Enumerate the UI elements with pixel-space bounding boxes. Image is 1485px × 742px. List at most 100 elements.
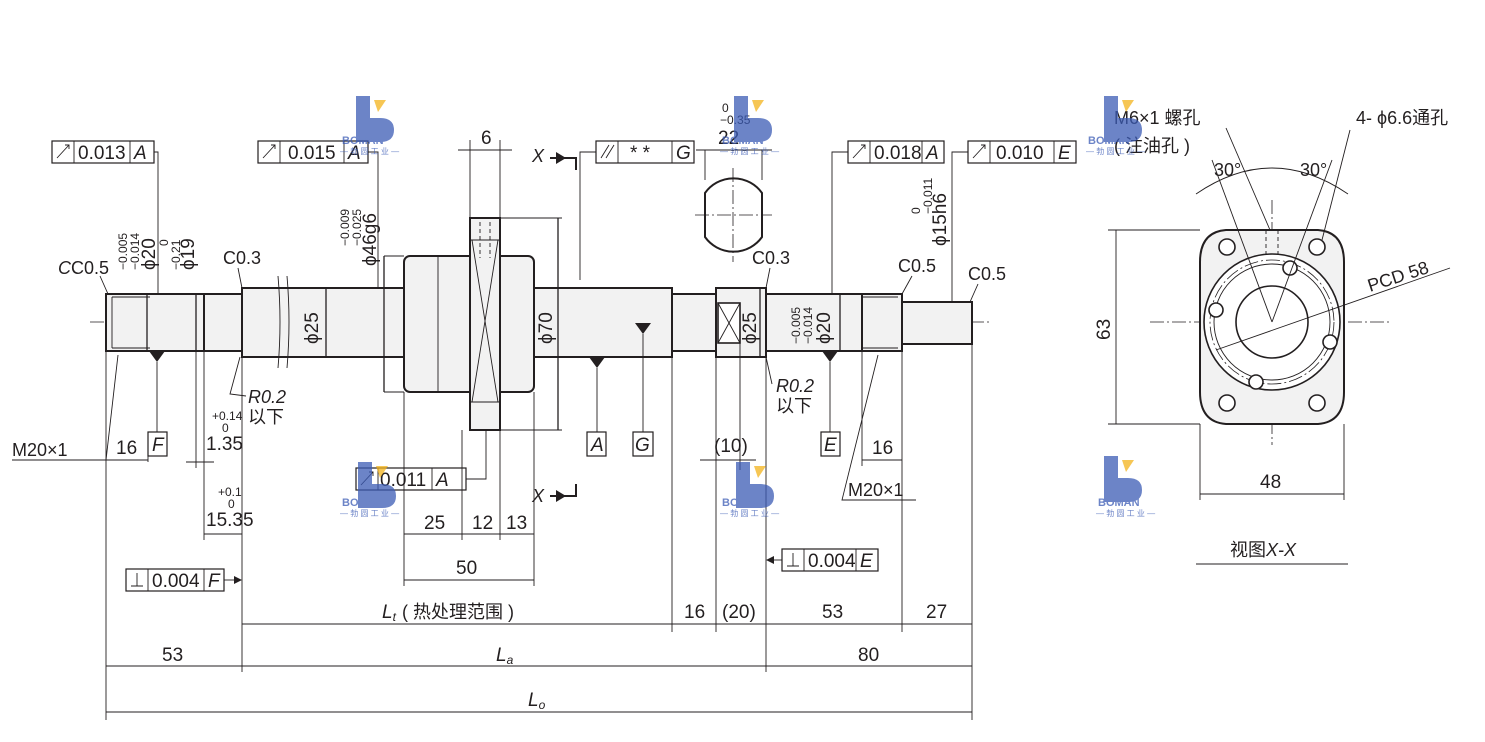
datum-g: G bbox=[635, 435, 650, 456]
section-x-bottom: X bbox=[531, 486, 545, 506]
runout-right2-datum: E bbox=[1058, 143, 1071, 164]
datum-boxes: F A G E bbox=[147, 334, 841, 457]
watermark-logo-1: BOMAN — 勃 圆 工 业 — bbox=[340, 96, 399, 156]
dim-gap-10: (10) bbox=[714, 436, 748, 457]
dim-nut-50: 50 bbox=[456, 558, 477, 579]
dim-135: 1.35 bbox=[206, 434, 243, 455]
dim-16-mid: 16 bbox=[684, 602, 705, 623]
dia-nut-46: ϕ46g6 bbox=[360, 213, 381, 266]
dia-end-15-tol-up: 0 bbox=[909, 207, 923, 214]
watermark-sub-4: — 勃 圆 工 业 — bbox=[340, 508, 399, 518]
angle-right: 30° bbox=[1300, 160, 1327, 180]
shaft-end-15 bbox=[901, 301, 973, 345]
chamfer-left: C0.5 bbox=[71, 258, 109, 278]
journal-20 bbox=[765, 293, 863, 352]
thread-left: M20×1 bbox=[12, 440, 68, 460]
journal-right bbox=[671, 293, 717, 352]
perp-frame-left: 0.004 F bbox=[125, 568, 242, 592]
lo-label: L bbox=[528, 690, 539, 711]
parallel-value: * * bbox=[630, 143, 651, 164]
runout-frame-nut: 0.011 A bbox=[355, 430, 487, 491]
dia-right-20: ϕ20 bbox=[814, 312, 835, 344]
dim-135-tol-up: +0.14 bbox=[212, 409, 243, 423]
watermark-brand-5: BOMAN bbox=[722, 497, 764, 509]
dim-nut-13: 13 bbox=[506, 513, 527, 534]
datum-f: F bbox=[152, 435, 165, 456]
shaft-body bbox=[105, 217, 973, 431]
chamfer-shoulder-left: C0.3 bbox=[223, 248, 261, 268]
watermark-sub-3: — 勃 圆 工 业 — bbox=[1086, 146, 1145, 156]
perp-right-value: 0.004 bbox=[808, 551, 856, 572]
runout-frame-mid: 0.015 A bbox=[257, 140, 379, 288]
perp-right-datum: E bbox=[860, 551, 873, 572]
watermark-brand-2: BOMAN bbox=[722, 135, 764, 147]
watermark-sub: — 勃 圆 工 业 — bbox=[340, 146, 399, 156]
view-title: 视图 bbox=[1230, 540, 1266, 560]
dia-left-20-tol-low: −0.014 bbox=[128, 233, 142, 270]
watermark-sub-2: — 勃 圆 工 业 — bbox=[720, 146, 779, 156]
lt-note: ( 热处理范围 ) bbox=[402, 602, 514, 622]
watermark-brand-6: BOMAN bbox=[1098, 497, 1140, 509]
angle-left: 30° bbox=[1214, 160, 1241, 180]
datum-markers bbox=[149, 323, 838, 368]
datum-a: A bbox=[590, 435, 604, 456]
dia-end-15: ϕ15h6 bbox=[930, 193, 951, 246]
dia-nut-46-tol-up: −0.009 bbox=[338, 209, 352, 246]
svg-text:CC0.5: CC0.5 bbox=[58, 258, 109, 278]
through-hole-4 bbox=[1308, 394, 1326, 412]
through-holes-label: 4- ϕ6.6通孔 bbox=[1356, 108, 1448, 128]
fillet-left-note: 以下 bbox=[248, 407, 284, 427]
watermark-logo-2: BOMAN — 勃 圆 工 业 — bbox=[720, 96, 779, 156]
section-marks: X X bbox=[531, 146, 577, 506]
runout-frame-left: 0.013 A bbox=[51, 140, 159, 294]
la-sub: a bbox=[507, 653, 514, 667]
through-hole-3 bbox=[1218, 394, 1236, 412]
dia-end-15-tol-low: −0.011 bbox=[921, 178, 935, 214]
watermark-sub-5: — 勃 圆 工 业 — bbox=[720, 508, 779, 518]
dim-27: 27 bbox=[926, 602, 947, 623]
watermark-brand-4: BOMAN bbox=[342, 497, 384, 509]
dia-left-20: ϕ20 bbox=[139, 238, 160, 270]
dim-63: 63 bbox=[1094, 319, 1115, 340]
perp-left-value: 0.004 bbox=[152, 571, 200, 592]
view-title-ital: X-X bbox=[1265, 540, 1297, 560]
through-hole-1 bbox=[1218, 238, 1236, 256]
dim-53-left: 53 bbox=[162, 645, 183, 666]
left-thread-section bbox=[105, 293, 205, 352]
runout-mid-datum: A bbox=[347, 143, 361, 164]
fillet-right-note: 以下 bbox=[776, 396, 812, 416]
parallel-datum: G bbox=[676, 143, 691, 164]
watermark-logo-5: BOMAN — 勃 圆 工 业 — bbox=[720, 462, 779, 518]
dia-right-25: ϕ25 bbox=[740, 312, 761, 344]
thread-right: M20×1 bbox=[848, 480, 904, 500]
la-label: L bbox=[496, 645, 507, 666]
dim-1535: 15.35 bbox=[206, 510, 254, 531]
flat-section-view bbox=[695, 168, 772, 262]
lt-sub: t bbox=[393, 610, 397, 624]
svg-text:La: La bbox=[496, 645, 514, 667]
dia-right-20-tol-low: −0.014 bbox=[801, 307, 815, 344]
dim-1535-tol-low: 0 bbox=[228, 497, 235, 511]
watermark-logo-6: BOMAN — 勃 圆 工 业 — bbox=[1096, 456, 1155, 518]
screw-shaft-left bbox=[241, 287, 405, 358]
dia-screw-25: ϕ25 bbox=[302, 312, 323, 344]
dim-flange-width: 6 bbox=[481, 128, 492, 149]
dim-nut-25: 25 bbox=[424, 513, 445, 534]
dim-20-mid: (20) bbox=[722, 602, 756, 623]
dim-135-tol-low: 0 bbox=[222, 421, 229, 435]
nut-flange bbox=[469, 217, 501, 431]
fillet-right: R0.2 bbox=[776, 376, 814, 396]
runout-nut-value: 0.011 bbox=[380, 470, 426, 491]
perp-frame-right: 0.004 E bbox=[766, 548, 879, 572]
watermark-brand: BOMAN bbox=[342, 135, 384, 147]
watermark-logo-4: BOMAN — 勃 圆 工 业 — bbox=[340, 462, 399, 518]
datum-e: E bbox=[824, 435, 837, 456]
runout-left-value: 0.013 bbox=[78, 143, 126, 164]
watermark-sub-6: — 勃 圆 工 业 — bbox=[1096, 508, 1155, 518]
dim-48: 48 bbox=[1260, 472, 1281, 493]
dim-flat-22-tol-up: 0 bbox=[722, 101, 729, 115]
shaft-labels: CC0.5 C0.3 C0.3 C0.5 C0.5 ϕ20 −0.005 −0.… bbox=[12, 178, 1006, 501]
runout-right1-datum: A bbox=[925, 143, 939, 164]
pcd-label: PCD 58 bbox=[1365, 257, 1431, 295]
